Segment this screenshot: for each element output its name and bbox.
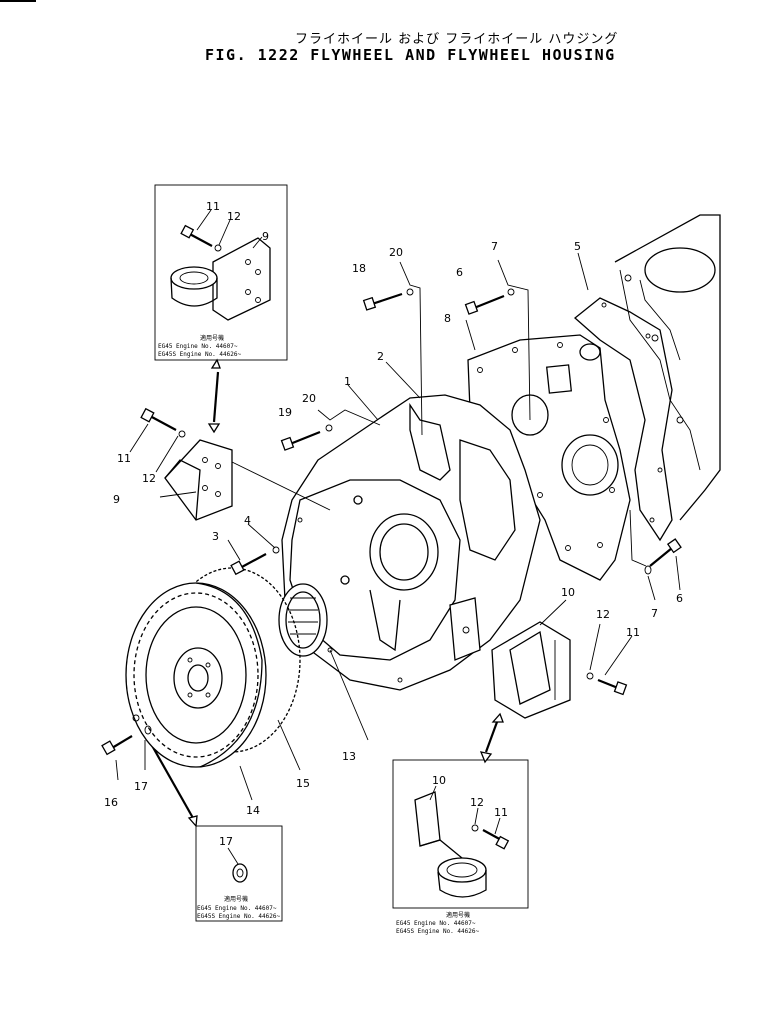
- inset-frame: [392, 759, 529, 909]
- callout-12-right: 12: [596, 608, 610, 621]
- callout-20-top: 20: [389, 246, 403, 259]
- callout-17: 17: [134, 780, 148, 793]
- callout-labels: 1 2 3 4 5 6 6 7 7 8 9 10 11 11 12 12 13 …: [104, 240, 683, 817]
- inset-frame: [154, 184, 288, 361]
- inset-label-12: 12: [227, 210, 241, 223]
- callout-19: 19: [278, 406, 292, 419]
- bracket-plate: [212, 237, 271, 321]
- callout-7-right: 7: [651, 607, 658, 620]
- bracket-left: [164, 439, 331, 521]
- bracket-right: [491, 621, 571, 719]
- inset-top-left: 11 12 9 適用号機 EG45 Engine No. 44607~ EG45…: [154, 184, 288, 361]
- callout-13: 13: [342, 750, 356, 763]
- callout-4: 4: [244, 514, 251, 527]
- inset-note-heading: 適用号機: [224, 895, 248, 903]
- ring-mount: [170, 266, 218, 290]
- callout-10: 10: [561, 586, 575, 599]
- corner-mark: [0, 0, 36, 2]
- inset-label-9: 9: [262, 230, 269, 243]
- page-title: FIG. 1222 FLYWHEEL AND FLYWHEEL HOUSING: [205, 46, 616, 64]
- callout-14: 14: [246, 804, 260, 817]
- inset-bottom-center: 17 適用号機 EG45 Engine No. 44607~ EG45S Eng…: [195, 825, 283, 922]
- callout-18: 18: [352, 262, 366, 275]
- callout-3: 3: [212, 530, 219, 543]
- inset-note-line2: EG45S Engine No. 44626~: [158, 351, 241, 358]
- gasket: [573, 297, 673, 542]
- flywheel-housing: [281, 394, 541, 691]
- fasteners: [101, 288, 682, 756]
- inset-note-line1: EG45 Engine No. 44607~: [197, 905, 277, 912]
- inset-label-12: 12: [470, 796, 484, 809]
- callout-2: 2: [377, 350, 384, 363]
- callout-11-right: 11: [626, 626, 640, 639]
- inset-label-10: 10: [432, 774, 446, 787]
- callout-5: 5: [574, 240, 581, 253]
- page-title-japanese: フライホイール および フライホイール ハウジング: [295, 32, 619, 47]
- callout-8: 8: [444, 312, 451, 325]
- callout-11-left: 11: [117, 452, 131, 465]
- inset-bottom-right: 10 12 11 適用号機 EG45 Engine No. 44607~ EG4…: [392, 759, 529, 935]
- ring-mount: [437, 857, 487, 883]
- callout-7-top: 7: [491, 240, 498, 253]
- inset-label-11: 11: [206, 200, 220, 213]
- inset-note-line2: EG45S Engine No. 44626~: [396, 928, 479, 935]
- inset-label-11: 11: [494, 806, 508, 819]
- bracket-plate: [414, 791, 441, 847]
- inset-frame: [195, 825, 283, 922]
- leader-lines: [115, 252, 681, 801]
- rear-plate: [467, 334, 631, 581]
- callout-15: 15: [296, 777, 310, 790]
- flywheel: [125, 582, 267, 768]
- callout-6-right: 6: [676, 592, 683, 605]
- inset-label-17: 17: [219, 835, 233, 848]
- callout-20-mid: 20: [302, 392, 316, 405]
- callout-6-top: 6: [456, 266, 463, 279]
- callout-9: 9: [113, 493, 120, 506]
- oil-seal: [278, 583, 328, 657]
- inset-note-heading: 適用号機: [446, 911, 470, 919]
- callout-16: 16: [104, 796, 118, 809]
- inset-note-line2: EG45S Engine No. 44626~: [197, 913, 280, 920]
- inset-note-heading: 適用号機: [200, 334, 224, 342]
- inset-note-line1: EG45 Engine No. 44607~: [158, 343, 238, 350]
- double-arrow-bottom-center: [149, 741, 198, 828]
- double-arrow-top: [207, 358, 221, 434]
- callout-12-left: 12: [142, 472, 156, 485]
- double-arrow-bottom-right: [479, 712, 504, 764]
- inset-note-line1: EG45 Engine No. 44607~: [396, 920, 476, 927]
- callout-1: 1: [344, 375, 351, 388]
